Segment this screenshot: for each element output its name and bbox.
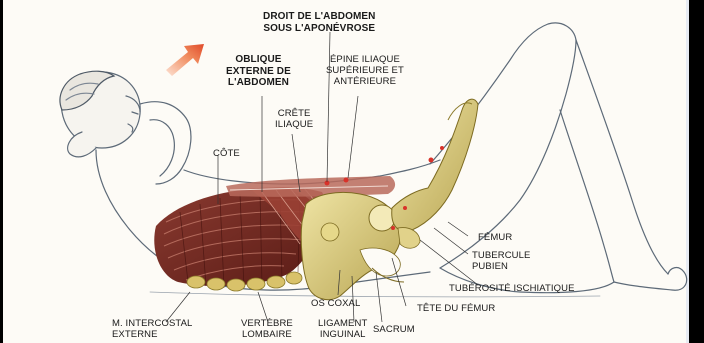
label-droit-abdomen: DROIT DE L'ABDOMEN SOUS L'APONÉVROSE (263, 11, 376, 34)
label-tete-femur: TÊTE DU FÉMUR (417, 303, 495, 314)
label-crete-iliaque: CRÊTE ILIAQUE (275, 108, 313, 130)
label-sacrum: SACRUM (373, 324, 415, 335)
label-intercostal-externe: M. INTERCOSTAL EXTERNE (112, 318, 192, 340)
label-oblique-externe: OBLIQUE EXTERNE DE L'ABDOMEN (226, 54, 291, 89)
label-epine-iliaque: ÉPINE ILIAQUE SUPÉRIEURE ET ANTÉRIEURE (326, 54, 404, 87)
label-ligament-inguinal: LIGAMENT INGUINAL (318, 318, 367, 340)
arrow-up-right-icon (166, 44, 204, 76)
label-os-coxal: OS COXAL (311, 298, 360, 309)
rectus-abdominis-muscle (226, 176, 395, 197)
label-cote: CÔTE (213, 148, 240, 159)
label-tuberosite-ischiatique: TUBÉROSITÉ ISCHIATIQUE (449, 283, 575, 294)
pubis-detail (398, 228, 420, 249)
label-femur: FÉMUR (478, 232, 512, 243)
label-tubercule-pubien: TUBERCULE PUBIEN (472, 250, 530, 272)
label-vertebre-lombaire: VERTÈBRE LOMBAIRE (241, 318, 293, 340)
